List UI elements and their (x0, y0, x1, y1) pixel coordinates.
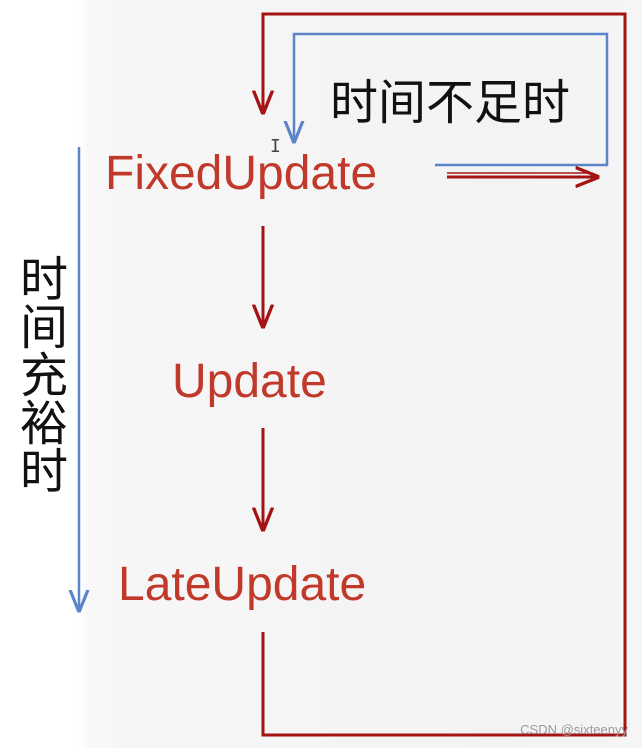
node-late-update: LateUpdate (118, 558, 367, 611)
text-cursor-icon: I (270, 136, 281, 157)
insufficient-time-label: 时间不足时 (330, 75, 571, 131)
loop-back-arrow (263, 12, 627, 737)
sufficient-time-label: 时间充裕时 (11, 254, 67, 494)
node-update: Update (172, 355, 327, 408)
fixed-update-repeat-arrow (294, 32, 609, 167)
node-fixed-update: FixedUpdate (105, 147, 378, 200)
watermark: CSDN @sixteenyy (520, 722, 628, 737)
